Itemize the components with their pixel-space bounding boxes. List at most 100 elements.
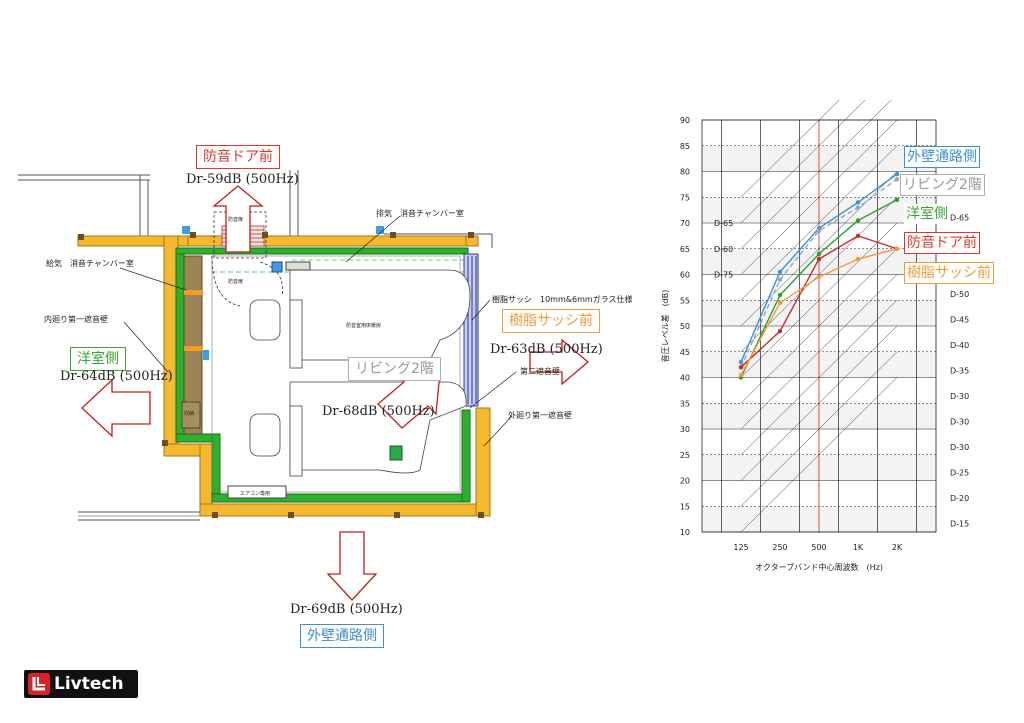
- legend-street: 外壁通路側: [904, 146, 980, 168]
- y-tick-label: 45: [680, 348, 690, 357]
- y-tick-label: 80: [680, 168, 690, 177]
- y-axis-title: 音圧レベル差 (dB): [660, 290, 670, 363]
- d-curve: [740, 248, 898, 404]
- data-point: [738, 365, 744, 370]
- data-point: [816, 251, 822, 257]
- livtech-logo-text: Livtech: [54, 674, 124, 694]
- y-tick-label: 60: [680, 271, 690, 280]
- livtech-logo: Livtech: [24, 670, 138, 698]
- x-tick-label: 250: [772, 543, 787, 552]
- sash-callout-value: Dr-63dB (500Hz): [490, 342, 603, 357]
- legend-living: リビング2階: [900, 174, 985, 196]
- d-label-right: D-35: [950, 367, 969, 376]
- d-label-right: D-15: [950, 520, 969, 529]
- western-callout-label: 洋室側: [70, 347, 126, 371]
- exhaust-label: 排気 消音チャンバー室: [376, 209, 464, 218]
- d-label-inside: D-60: [714, 245, 733, 254]
- piano: [249, 269, 471, 477]
- data-point: [777, 277, 783, 282]
- d-label-right: D-20: [950, 494, 969, 503]
- d-curve: [740, 351, 898, 507]
- supply-label: 給気 消音チャンバー室: [46, 259, 134, 268]
- d-curve: [740, 274, 898, 430]
- living-callout-value: Dr-68dB (500Hz): [322, 404, 435, 419]
- y-tick-label: 40: [680, 374, 690, 383]
- data-point: [777, 328, 783, 334]
- supply-chamber: [183, 255, 203, 435]
- d-curve: [740, 300, 898, 455]
- x-axis-title: オクターブバンド中心周波数 (Hz): [755, 562, 883, 572]
- d-curve: [740, 100, 892, 249]
- living-callout-label: リビング2階: [348, 357, 441, 381]
- d-curve: [740, 145, 898, 301]
- data-point: [816, 274, 822, 280]
- data-point: [855, 218, 861, 223]
- d-curve: [740, 119, 898, 275]
- data-point: [855, 205, 861, 210]
- d-label-right: D-45: [950, 316, 969, 325]
- d-label-right: D-30: [950, 392, 969, 401]
- data-point: [855, 200, 861, 205]
- x-tick-label: 1K: [853, 543, 864, 552]
- d-label-right: D-30: [950, 443, 969, 452]
- street-callout-label: 外壁通路側: [300, 624, 384, 648]
- d-curve: [740, 325, 898, 481]
- piano-floor-label: 防音室用床暖房: [346, 323, 382, 329]
- y-tick-label: 30: [680, 425, 690, 434]
- data-point: [894, 246, 900, 251]
- d-curve: [740, 377, 898, 533]
- y-tick-label: 85: [680, 142, 690, 151]
- d-label-right: D-30: [950, 418, 969, 427]
- data-point: [894, 171, 900, 177]
- sash-callout-label: 樹脂サッシ前: [502, 309, 600, 333]
- d-curve: [740, 100, 866, 224]
- floor-plan: [18, 170, 590, 601]
- legend-sash: 樹脂サッシ前: [904, 262, 994, 284]
- y-tick-label: 55: [680, 296, 690, 305]
- d-label-right: D-25: [950, 469, 969, 478]
- series-line: [740, 178, 898, 368]
- y-tick-label: 70: [680, 219, 690, 228]
- resin-sash: [463, 253, 479, 407]
- outer-wall-label: 外廻り第一遮音壁: [508, 411, 572, 420]
- data-point: [777, 300, 783, 306]
- aircon-label: エアコン専用: [240, 491, 271, 497]
- y-tick-label: 25: [680, 451, 690, 460]
- d-curve: [740, 222, 898, 378]
- d-curve: [740, 100, 840, 198]
- y-tick-label: 75: [680, 193, 690, 202]
- data-point: [816, 228, 822, 233]
- d-label-right: D-50: [950, 290, 969, 299]
- y-tick-label: 20: [680, 477, 690, 486]
- d-label-right: D-40: [950, 341, 969, 350]
- western-callout-value: Dr-64dB (500Hz): [60, 369, 173, 384]
- y-tick-label: 10: [680, 528, 690, 537]
- x-tick-label: 500: [811, 543, 826, 552]
- x-tick-label: 2K: [892, 543, 903, 552]
- door-small-label: 防音扉: [228, 217, 244, 223]
- x-tick-label: 125: [733, 543, 748, 552]
- legend-door: 防音ドア前: [904, 232, 980, 254]
- y-tick-label: 90: [680, 116, 690, 125]
- livtech-logo-icon: [28, 673, 50, 695]
- data-point: [894, 177, 900, 182]
- door-callout-value: Dr-59dB (500Hz): [186, 172, 299, 187]
- d-label-inside: D-65: [714, 219, 733, 228]
- door-small-label-2: 防音扉: [228, 279, 244, 285]
- data-point: [738, 372, 744, 378]
- data-point: [816, 256, 822, 262]
- storage-label: 収納: [184, 411, 195, 417]
- inner-wall-label: 内廻り第一遮音壁: [44, 315, 108, 324]
- arrow-sash: [529, 338, 590, 386]
- y-tick-label: 35: [680, 399, 690, 408]
- data-point: [894, 197, 900, 203]
- door-callout-label: 防音ドア前: [196, 145, 280, 169]
- data-point: [777, 292, 783, 298]
- data-point: [855, 233, 861, 239]
- d-label-right: D-65: [950, 214, 969, 223]
- sash-spec-label: 樹脂サッシ 10mm&6mmガラス仕様: [492, 295, 633, 304]
- d-label-inside: D-75: [714, 271, 733, 280]
- arrow-western: [81, 378, 151, 438]
- y-tick-label: 50: [680, 322, 690, 331]
